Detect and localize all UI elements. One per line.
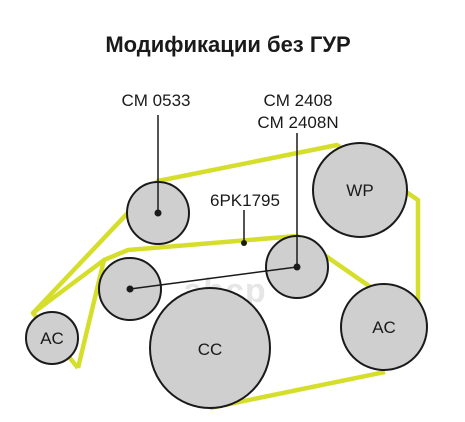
callout-dot-belt <box>241 240 247 246</box>
pulley-crankshaft: CC <box>149 287 271 409</box>
pulley-ac-right: AC <box>340 283 428 371</box>
pulley-water-pump: WP <box>312 142 408 238</box>
diagram-title: Модификации без ГУР <box>105 32 350 57</box>
belt-inner-segment-2 <box>75 259 107 369</box>
pulley-label-cc: CC <box>198 340 223 359</box>
pulley-label-ac-left: AC <box>40 329 64 348</box>
callout-label-belt: 6PK1795 <box>210 191 280 210</box>
callout-line-tensioner <box>129 133 298 290</box>
callout-label-tensioner-2: CM 2408N <box>257 113 338 132</box>
callout-label-idler: CM 0533 <box>122 91 191 110</box>
pulley-ac-left: AC <box>25 311 79 365</box>
pulley-label-wp: WP <box>346 181 373 200</box>
callout-label-tensioner-1: CM 2408 <box>264 91 333 110</box>
pulley-label-ac-right: AC <box>372 318 396 337</box>
belt-lower-segment <box>209 369 386 411</box>
